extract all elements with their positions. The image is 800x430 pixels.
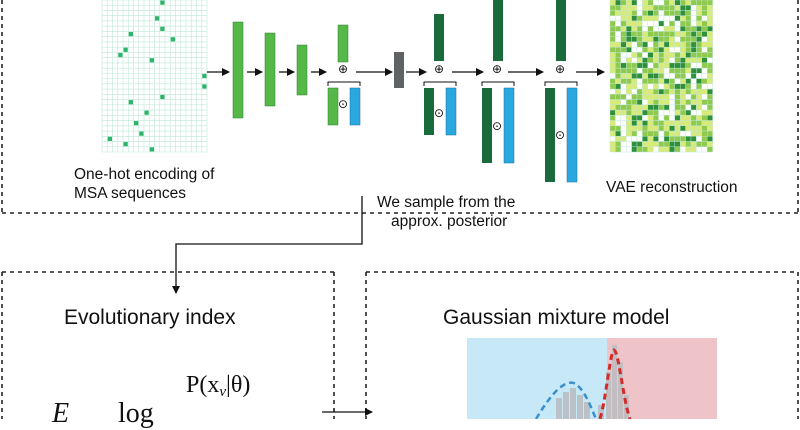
one-hot-cell [160, 26, 165, 31]
gmm-benign-region [467, 338, 607, 419]
sampled-latent-block [394, 52, 404, 88]
one-hot-cell [118, 52, 123, 58]
sample-label-line1: We sample from the [377, 194, 516, 211]
one-hot-cell [202, 84, 207, 89]
decoder-layer-1-lower [424, 88, 434, 135]
gmm-pathogenic-component [598, 348, 632, 419]
decoder-layer-2-sigma [503, 87, 515, 164]
one-hot-cell [123, 142, 128, 147]
multiply-operator-3: ⊙ [492, 119, 503, 133]
multiply-operator-2: ⊙ [434, 106, 445, 120]
decoder-layer-3 [556, 0, 566, 61]
one-hot-cell [139, 131, 144, 136]
one-hot-cell [107, 136, 112, 142]
latent-mu-block [337, 24, 349, 63]
multiply-operator-1: ⊙ [338, 97, 349, 111]
top-panel-border [1, 0, 799, 214]
one-hot-cell [144, 110, 149, 115]
sample-label: We sample from the approx. posterior [377, 193, 515, 232]
decoder-layer-3-sigma [566, 87, 578, 183]
add-operator-4: ⊕ [555, 62, 566, 76]
decoder-layer-2-lower [482, 88, 492, 163]
one-hot-cell [128, 31, 133, 37]
decoder-layer-3-lower [545, 88, 555, 182]
decoder-layer-1 [434, 14, 444, 61]
right-panel-border [365, 271, 799, 419]
gmm-pathogenic-region [607, 338, 717, 419]
formula-numerator-head: P(x [186, 372, 220, 398]
add-operator-2: ⊕ [434, 62, 445, 76]
add-operator-3: ⊕ [492, 62, 503, 76]
decoder-layer-2 [493, 0, 503, 61]
one-hot-cell [155, 16, 160, 21]
encoder-layer-2 [264, 32, 276, 107]
one-hot-input-grid [101, 0, 208, 153]
decoder-layer-1-sigma [445, 87, 457, 136]
formula-numerator: P(xv|θ) [186, 372, 250, 401]
gmm-histogram [556, 345, 629, 419]
latent-mu-lower-block [327, 87, 339, 126]
reconstruction-cell [707, 146, 713, 153]
one-hot-cell [202, 73, 207, 79]
formula-numerator-tail: |θ) [226, 372, 251, 398]
output-label: VAE reconstruction [606, 179, 738, 196]
flow-arrows [172, 68, 605, 416]
gmm-benign-component [534, 381, 598, 419]
one-hot-cell [160, 94, 165, 100]
vae-pipeline-diagram [1, 0, 799, 419]
one-hot-cell [160, 0, 165, 5]
sample-label-line2: approx. posterior [391, 213, 508, 231]
evolutionary-index-title: Evolutionary index [64, 306, 236, 329]
one-hot-cell [134, 121, 139, 126]
formula-numerator-sub: v [219, 384, 227, 400]
add-operator-1: ⊕ [338, 62, 349, 76]
operator-brackets [327, 81, 578, 86]
encoder-layer-3 [296, 44, 308, 96]
one-hot-cell [123, 47, 128, 52]
input-label: One-hot encoding of MSA sequences [74, 165, 214, 204]
latent-sigma-block [349, 87, 361, 126]
one-hot-cell [149, 58, 154, 63]
multiply-operator-4: ⊙ [555, 128, 566, 142]
one-hot-cell [149, 147, 154, 152]
gmm-title: Gaussian mixture model [443, 306, 670, 329]
one-hot-cell [170, 37, 175, 42]
input-label-line2: MSA sequences [74, 185, 187, 203]
gmm-plot [467, 338, 717, 419]
left-panel-border [1, 271, 335, 419]
vae-reconstruction-grid [609, 0, 713, 153]
encoder-layer-1 [232, 21, 244, 119]
input-label-line1: One-hot encoding of [74, 166, 215, 183]
one-hot-cell [128, 100, 133, 105]
